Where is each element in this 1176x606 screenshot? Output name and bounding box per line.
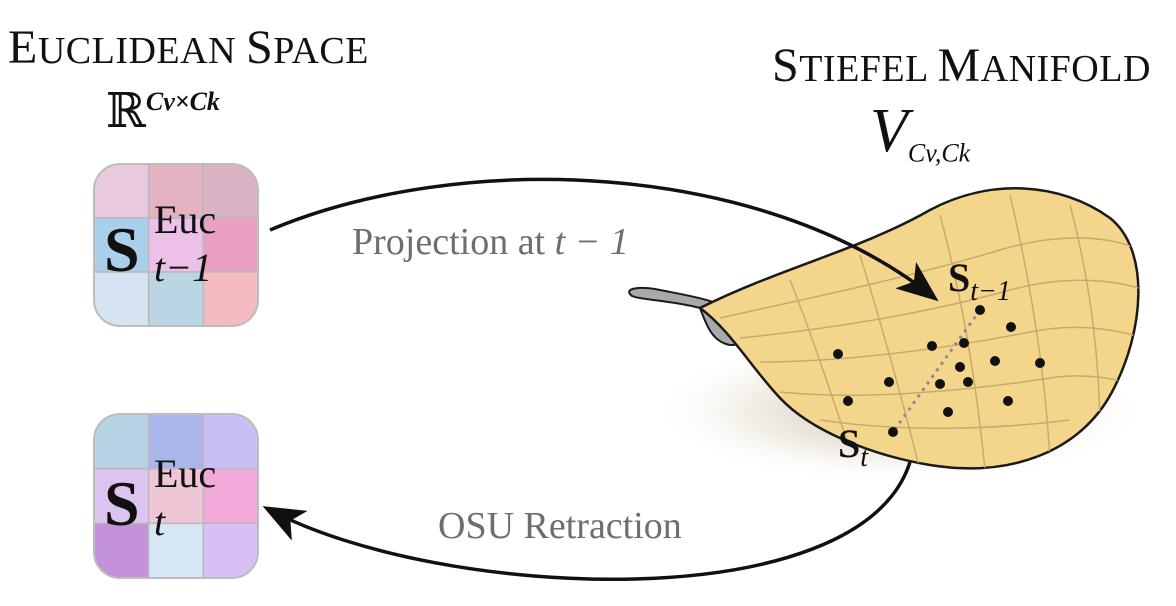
matrix-curr-border bbox=[93, 413, 259, 579]
stiefel-manifold-symbol: VCv,Ck bbox=[870, 97, 971, 168]
point bbox=[843, 396, 853, 406]
matrix-cell bbox=[147, 271, 205, 326]
retraction-label: OSU Retraction bbox=[438, 505, 682, 547]
trajectory-line bbox=[891, 309, 982, 433]
point bbox=[1003, 396, 1013, 406]
point bbox=[884, 377, 894, 387]
euclidean-space-symbol: ℝCv×Ck bbox=[106, 85, 220, 138]
point bbox=[1006, 322, 1016, 332]
point bbox=[833, 349, 843, 359]
matrix-prev-grid bbox=[94, 164, 258, 326]
point-prev-label: St−1 bbox=[948, 255, 1011, 307]
point-curr-label: St bbox=[838, 421, 869, 473]
manifold-surface bbox=[697, 187, 1140, 470]
matrix-cell bbox=[147, 522, 205, 578]
matrix-cell bbox=[147, 467, 205, 525]
manifold-points bbox=[833, 305, 1045, 437]
retraction-arrow bbox=[262, 461, 912, 582]
point bbox=[935, 379, 945, 389]
matrix-prev-border bbox=[93, 163, 259, 327]
matrix-cell bbox=[94, 467, 150, 525]
manifold-underside bbox=[628, 287, 751, 347]
point bbox=[959, 338, 969, 348]
point bbox=[943, 407, 953, 417]
manifold-grid bbox=[719, 194, 1139, 469]
matrix-cell bbox=[202, 414, 258, 470]
projection-arrow bbox=[269, 177, 939, 302]
matrix-curr-grid bbox=[94, 414, 258, 578]
point-curr bbox=[888, 427, 898, 437]
point bbox=[927, 341, 937, 351]
matrix-prev-label: S Euc t−1 bbox=[104, 197, 217, 290]
matrix-cell bbox=[94, 164, 150, 219]
point bbox=[955, 362, 965, 372]
point bbox=[990, 356, 1000, 366]
matrix-curr-label: S Euc t bbox=[104, 451, 217, 544]
point-prev bbox=[975, 305, 985, 315]
point bbox=[963, 377, 973, 387]
point bbox=[1035, 358, 1045, 368]
matrix-cell bbox=[147, 164, 205, 219]
euclidean-space-title: EUCLIDEAN SPACE bbox=[8, 21, 369, 74]
stiefel-manifold-title: STIEFEL MANIFOLD bbox=[772, 39, 1151, 92]
projection-label: Projection at t − 1 bbox=[352, 221, 629, 263]
